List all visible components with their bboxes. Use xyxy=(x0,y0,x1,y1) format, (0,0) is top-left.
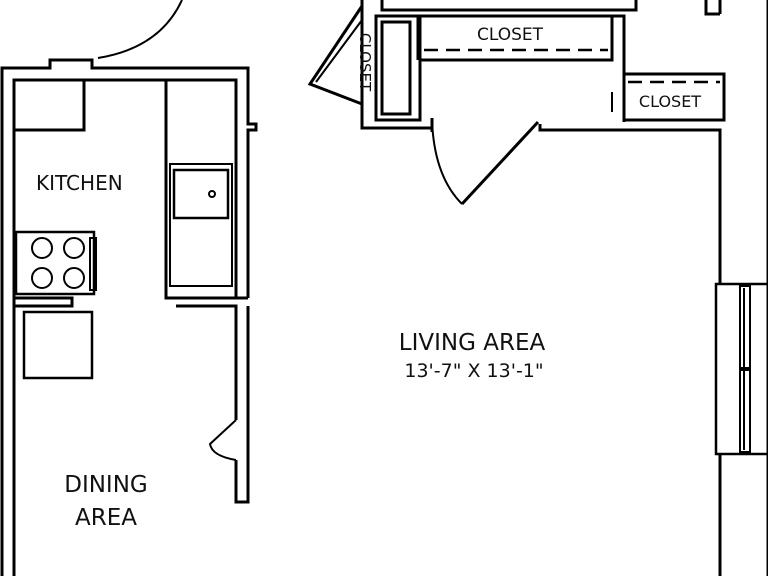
living-area-dimensions: 13'-7" X 13'-1" xyxy=(404,360,543,382)
sink-icon xyxy=(172,168,230,220)
stove-icon xyxy=(14,230,97,296)
entry-door-swing-icon xyxy=(97,0,183,59)
closet-cluster xyxy=(374,0,726,122)
closet-side-label: CLOSET xyxy=(356,33,374,92)
door-swing-icon xyxy=(208,419,237,461)
closet-side-door xyxy=(307,5,364,106)
upper-cabinet xyxy=(14,78,86,132)
window-icon xyxy=(714,282,768,456)
refrigerator-icon xyxy=(22,310,94,380)
closet-right-label: CLOSET xyxy=(639,92,701,111)
closet-top-label: CLOSET xyxy=(477,25,544,45)
sink-counter xyxy=(164,78,238,300)
living-area-label: LIVING AREA xyxy=(399,330,546,356)
living-door-swing-icon xyxy=(430,118,540,206)
kitchen-label: KITCHEN xyxy=(36,171,123,195)
living-walls xyxy=(360,0,722,576)
dining-label-line2: AREA xyxy=(75,505,137,531)
dining-label-line1: DINING xyxy=(64,472,148,498)
